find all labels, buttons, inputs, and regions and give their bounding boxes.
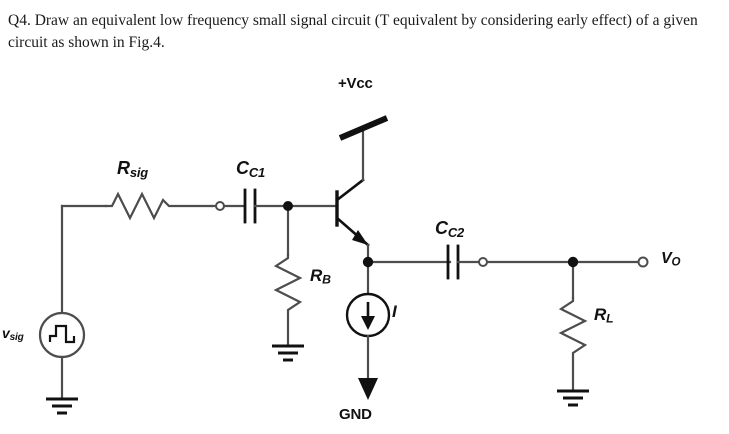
vo-output-terminal — [637, 256, 649, 268]
rb-resistor-zigzag — [273, 253, 303, 347]
gnd-arrow — [358, 378, 378, 400]
junction-dots — [283, 201, 579, 268]
label-vsig: vsig — [2, 325, 24, 344]
rl-resistor-zigzag — [558, 296, 588, 392]
label-cc2: CC2 — [435, 218, 464, 240]
vsig-source-circle — [38, 311, 86, 359]
label-vcc: +Vcc — [338, 75, 373, 92]
bjt-collector-lead — [335, 178, 365, 202]
junction-dot-emitter — [362, 256, 374, 268]
label-cc1: CC1 — [236, 158, 265, 180]
junction-dot-base — [283, 201, 293, 211]
circuit-svg — [38, 115, 649, 415]
label-gnd: GND — [339, 406, 372, 423]
vcc-supply-bar — [338, 115, 389, 141]
ground-symbol-vsig — [46, 397, 78, 415]
ground-symbol-rb — [272, 344, 304, 362]
question-text: Q4. Draw an equivalent low frequency sma… — [8, 12, 698, 52]
ground-symbol-rl — [557, 389, 589, 407]
vsig-waveform-icon — [48, 324, 76, 344]
junction-dot-rl — [567, 256, 579, 268]
label-current-source: I — [392, 302, 397, 321]
ground-symbols — [46, 344, 589, 415]
label-vo: VO — [661, 250, 681, 269]
bjt-emitter-arrow — [352, 230, 368, 245]
open-terminal-node-left — [215, 201, 225, 211]
label-rb: RB — [310, 266, 331, 287]
circuit-diagram: +Vcc vsig Rsig CC1 RB I CC2 RL VO GND — [0, 70, 729, 434]
label-rl: RL — [594, 305, 614, 326]
open-terminal-node-right — [478, 257, 488, 267]
label-rsig: Rsig — [117, 158, 148, 180]
rsig-resistor-zigzag — [104, 191, 214, 221]
current-source-arrow — [361, 302, 375, 330]
